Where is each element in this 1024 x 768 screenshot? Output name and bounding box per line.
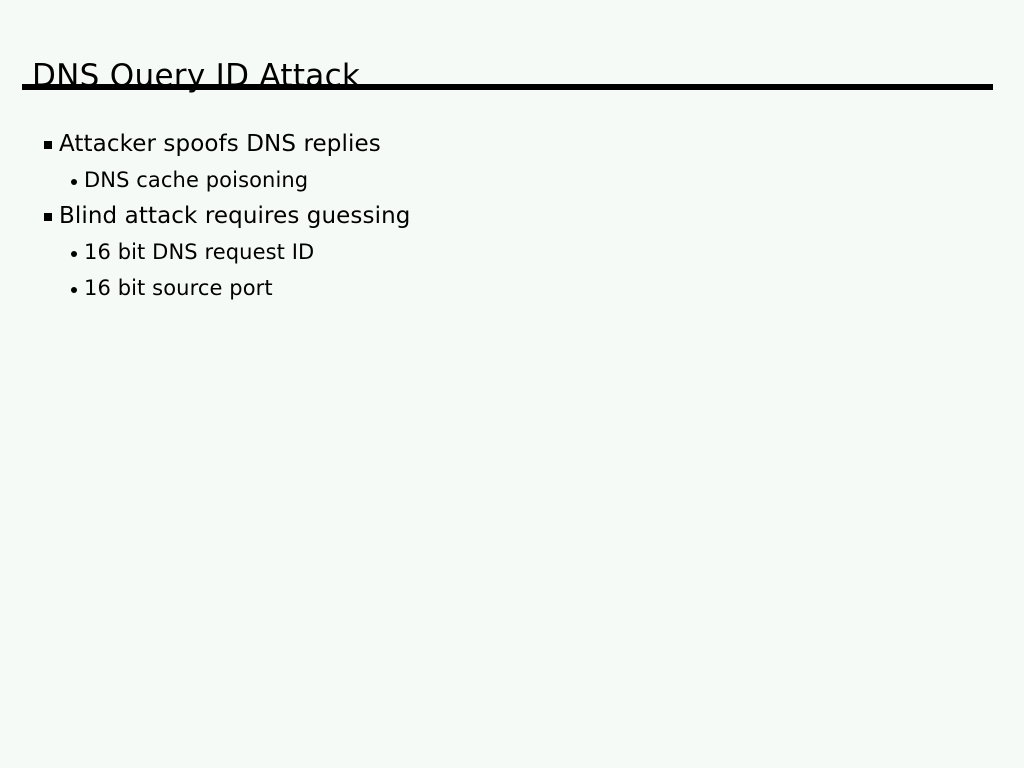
square-bullet-icon: [44, 213, 52, 221]
title-divider: [22, 84, 993, 90]
list-item: Attacker spoofs DNS replies: [0, 126, 1024, 162]
round-bullet-icon: [71, 251, 77, 257]
list-item: 16 bit source port: [0, 270, 1024, 306]
bullet-text: DNS cache poisoning: [84, 168, 309, 192]
bullet-text: Blind attack requires guessing: [59, 203, 411, 229]
bullet-text: 16 bit source port: [84, 276, 273, 300]
list-item: 16 bit DNS request ID: [0, 234, 1024, 270]
bullet-list: Attacker spoofs DNS replies DNS cache po…: [0, 126, 1024, 306]
round-bullet-icon: [71, 287, 77, 293]
square-bullet-icon: [44, 141, 52, 149]
bullet-text: Attacker spoofs DNS replies: [59, 131, 381, 157]
round-bullet-icon: [71, 179, 77, 185]
list-item: Blind attack requires guessing: [0, 198, 1024, 234]
bullet-text: 16 bit DNS request ID: [84, 240, 315, 264]
list-item: DNS cache poisoning: [0, 162, 1024, 198]
